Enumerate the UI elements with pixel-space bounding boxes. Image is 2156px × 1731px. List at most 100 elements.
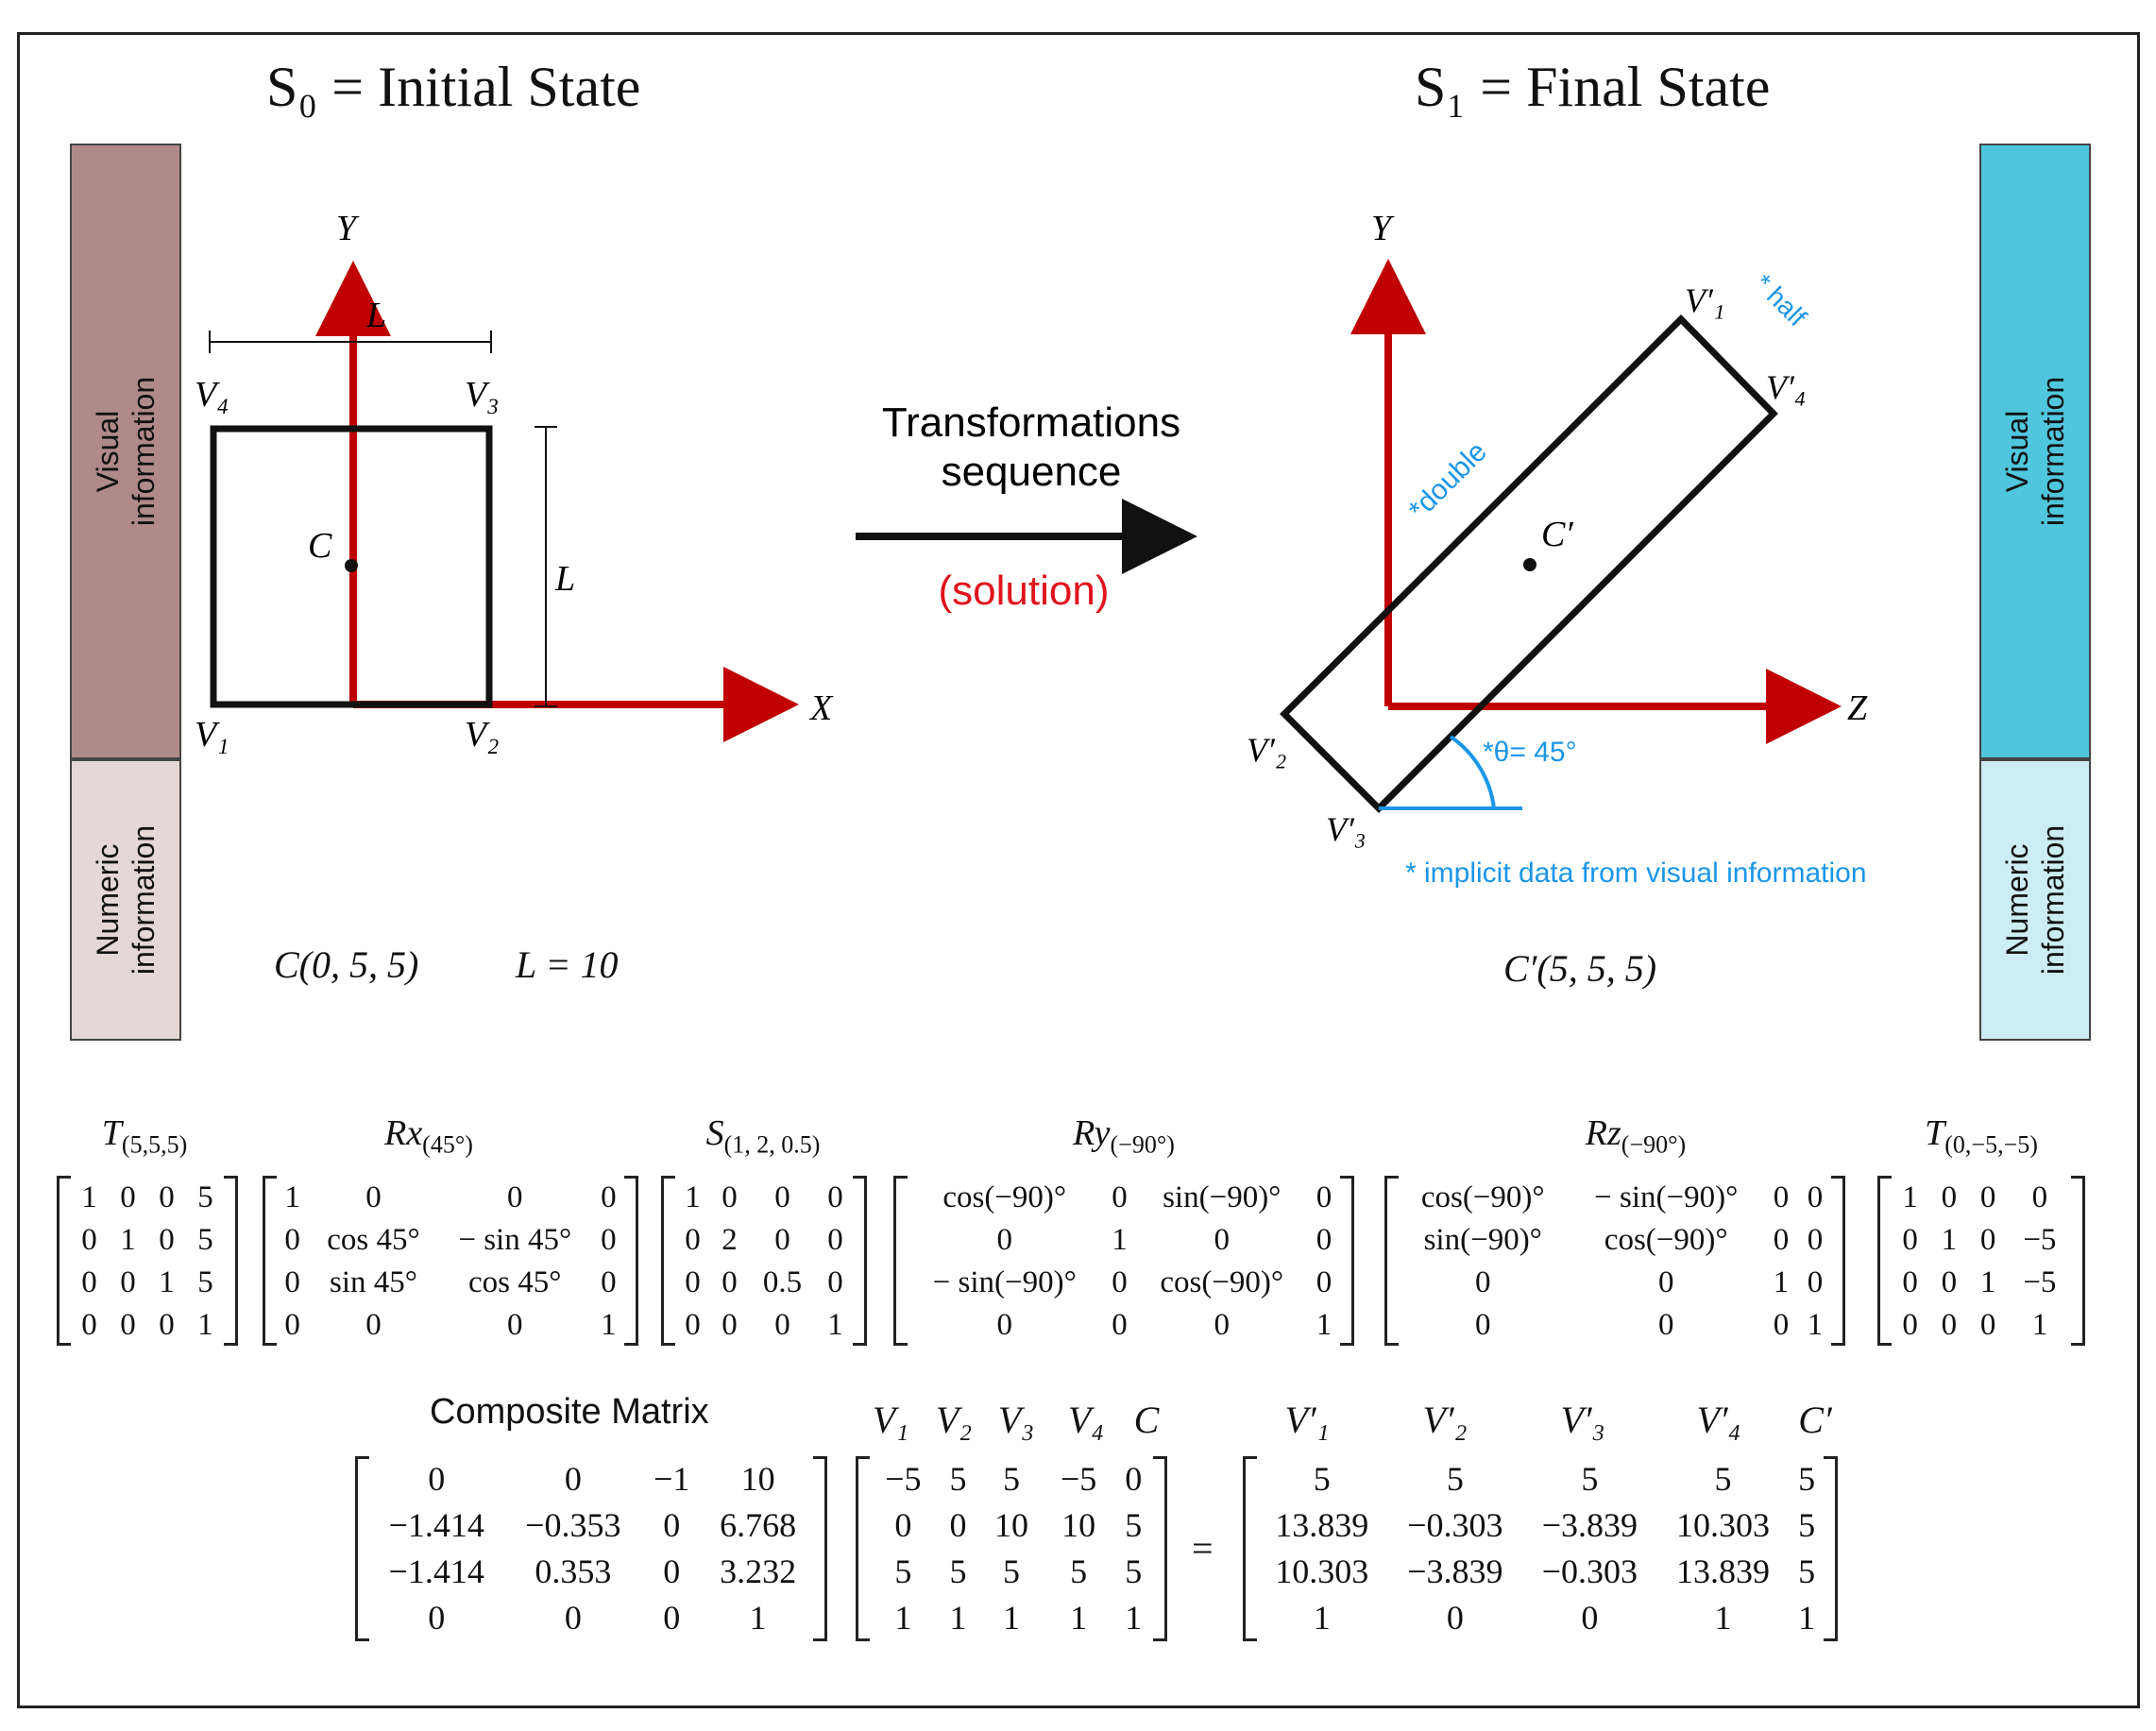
- matrix-cell: 5: [1798, 1553, 1816, 1590]
- matrix-cell: 1: [685, 1179, 701, 1214]
- matrix-cell: 0: [564, 1599, 582, 1637]
- final-vertex-v4-label: V′₄: [1766, 368, 1806, 406]
- matrix-cell: 0: [721, 1179, 738, 1214]
- matrix-cell: 1: [81, 1179, 97, 1214]
- matrix-cell: 2: [721, 1222, 738, 1257]
- matrix-cell: 0: [1474, 1264, 1491, 1299]
- matrix-cell: 0: [1446, 1599, 1464, 1637]
- matrix-cell: 5: [197, 1222, 213, 1257]
- angle-arc: [1449, 735, 1496, 809]
- matrix-cell: 0: [1773, 1222, 1790, 1257]
- matrix-cell: 5: [197, 1179, 213, 1214]
- matrix-cell: 1: [749, 1599, 767, 1637]
- matrix-cell: 0: [365, 1307, 382, 1342]
- vertex-v1-label: V₁: [195, 715, 229, 755]
- matrix-cell: 5: [1125, 1553, 1143, 1590]
- matrix-cell: 10: [740, 1460, 775, 1498]
- matrix-t2-label: T(0,−5,−5): [1925, 1113, 2038, 1159]
- matrix-cell: 1: [1941, 1222, 1958, 1257]
- matrix-cell: 5: [1002, 1460, 1020, 1498]
- matrix-rx-label: Rx(45°): [384, 1113, 473, 1159]
- length-label-side: L: [554, 559, 575, 599]
- matrix-cell: −0.303: [1407, 1506, 1503, 1544]
- matrix-cell: 0: [2031, 1179, 2048, 1214]
- matrix-cell: 0: [365, 1179, 382, 1214]
- matrix-cell: 0: [1941, 1307, 1958, 1342]
- matrix-cell: 0: [1807, 1264, 1824, 1299]
- matrix-cell: −1.414: [388, 1506, 484, 1544]
- result-header-v4: V′₄: [1696, 1399, 1741, 1441]
- matrix-cell: 1: [1714, 1599, 1732, 1637]
- matrix-cell: 0: [827, 1222, 843, 1257]
- matrix-cell: 0: [774, 1179, 790, 1214]
- final-center-coordinates: C′(5, 5, 5): [1503, 947, 1657, 990]
- final-vertex-v3-label: V′₃: [1326, 810, 1366, 848]
- matrix-cell: 0: [996, 1307, 1012, 1342]
- matrix-cell: cos(−90)°: [1160, 1264, 1284, 1299]
- theta-annotation: *θ= 45°: [1483, 737, 1577, 768]
- matrix-cell: 5: [1798, 1506, 1816, 1544]
- matrix-cell: 0: [1657, 1264, 1674, 1299]
- matrix-cell: −0.303: [1541, 1553, 1638, 1590]
- matrix-cell: cos 45°: [327, 1222, 420, 1257]
- result-header-v3: V′₃: [1560, 1399, 1605, 1441]
- matrix-cell: 0: [1807, 1179, 1824, 1214]
- matrix-cell: 0: [120, 1179, 136, 1214]
- vertex-v3-label: V₃: [465, 375, 499, 415]
- matrix-cell: −5: [2023, 1264, 2057, 1299]
- matrix-cell: 10: [1061, 1506, 1096, 1544]
- final-y-label: Y: [1371, 209, 1395, 248]
- matrix-cell: 0: [284, 1222, 300, 1257]
- matrix-cell: 0: [894, 1506, 912, 1544]
- matrix-cell: 5: [949, 1460, 967, 1498]
- matrix-cell: 1: [1313, 1599, 1331, 1637]
- matrix-cell: 0: [1112, 1307, 1128, 1342]
- matrix-cell: −1.414: [388, 1553, 484, 1590]
- matrix-cell: 1: [1070, 1599, 1088, 1637]
- matrix-cell: cos(−90)°: [942, 1179, 1067, 1214]
- matrix-cell: 5: [1714, 1460, 1732, 1498]
- matrix-cell: 10: [993, 1506, 1028, 1544]
- matrix-cell: 1: [827, 1307, 843, 1342]
- initial-y-label: Y: [336, 209, 360, 248]
- final-vertex-v2-label: V′₂: [1247, 731, 1286, 769]
- matrix-cell: 5: [1070, 1553, 1088, 1590]
- matrix-cell: 0: [1807, 1222, 1824, 1257]
- matrix-cell: −3.839: [1541, 1506, 1638, 1544]
- figure-frame: [17, 32, 2140, 1708]
- matrix-cell: 0: [1902, 1222, 1918, 1257]
- matrix-cell: 0: [1979, 1307, 1996, 1342]
- matrix-cell: 0.353: [535, 1553, 612, 1590]
- matrix-cell: 0: [663, 1506, 681, 1544]
- initial-state-title: S₀ = Initial State: [266, 56, 641, 118]
- matrix-cell: cos(−90)°: [1420, 1179, 1545, 1214]
- matrix-cell: 1: [1773, 1264, 1790, 1299]
- matrix-t1-label: T(5,5,5): [101, 1113, 188, 1159]
- matrix-cell: 0: [1112, 1264, 1128, 1299]
- matrix-s-label: S(1, 2, 0.5): [705, 1113, 821, 1159]
- matrix-cell: 0: [1112, 1179, 1128, 1214]
- initial-x-label: X: [808, 688, 834, 728]
- matrix-cell: 1: [1807, 1307, 1824, 1342]
- implicit-data-note: * implicit data from visual information: [1405, 857, 1867, 889]
- matrix-cell: cos(−90)°: [1604, 1222, 1728, 1257]
- transformation-diagram: Y X L L V₄ V₃ V₁ V₂ C Transformations se…: [195, 209, 1868, 889]
- matrix-cell: 0: [1941, 1264, 1958, 1299]
- matrix-cell: sin 45°: [330, 1264, 417, 1299]
- solution-label: (solution): [939, 568, 1110, 614]
- matrix-cell: 1: [1798, 1599, 1816, 1637]
- initial-center-point: [345, 559, 358, 572]
- matrix-cell: 0: [601, 1264, 617, 1299]
- matrix-cell: 0: [827, 1179, 843, 1214]
- matrix-cell: 0: [284, 1264, 300, 1299]
- vertex-header-v3: V₃: [997, 1399, 1035, 1441]
- matrix-cell: 1: [1002, 1599, 1020, 1637]
- matrix-cell: 0: [721, 1264, 738, 1299]
- matrix-cell: 0: [1581, 1599, 1599, 1637]
